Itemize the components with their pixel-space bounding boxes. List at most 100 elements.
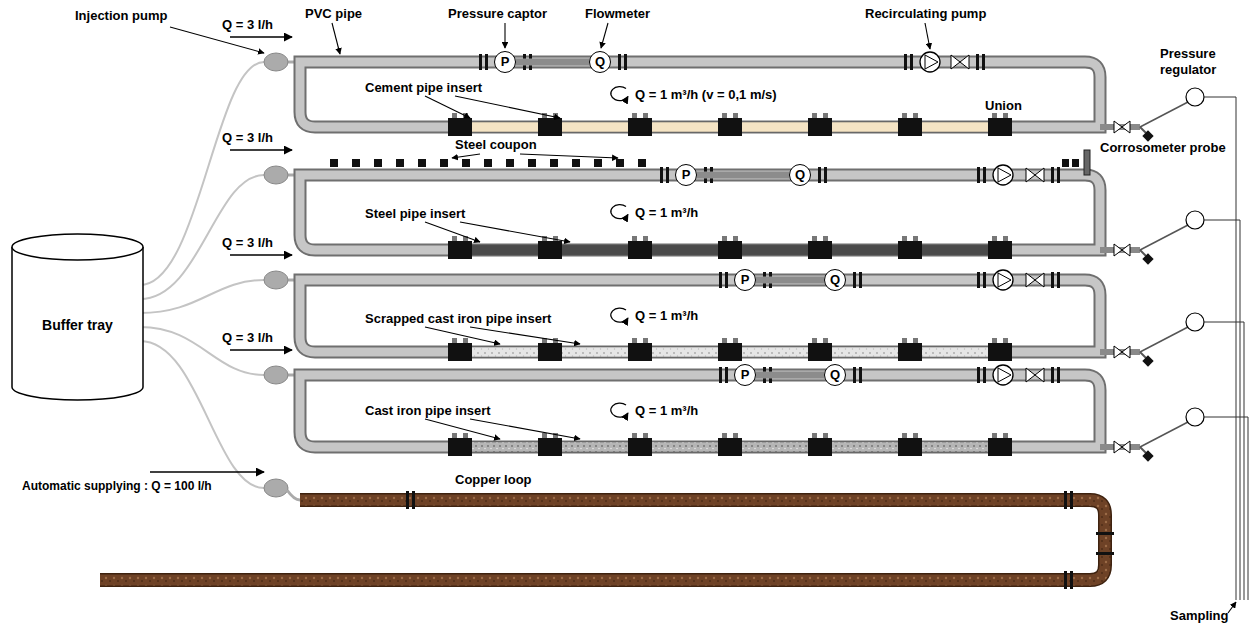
flange <box>904 54 907 70</box>
union <box>898 118 922 136</box>
flange <box>719 367 722 383</box>
union-bolt <box>812 113 817 118</box>
steel-coupon <box>550 159 558 167</box>
flange <box>977 367 980 383</box>
pipe-connector <box>516 59 589 66</box>
part-label: Flowmeter <box>585 6 650 22</box>
part-label: Cast iron pipe insert <box>365 403 491 419</box>
part-label: Automatic supplying : Q = 100 l/h <box>22 478 212 494</box>
union-bolt <box>812 236 817 241</box>
flange <box>725 272 728 288</box>
flange <box>618 54 621 70</box>
pvc-pipe <box>300 175 1100 250</box>
union-bolt <box>823 113 828 118</box>
steel-coupon <box>330 159 338 167</box>
buffer-tray: Buffer tray <box>10 232 145 402</box>
union-bolt <box>823 338 828 343</box>
pvc-pipe <box>300 280 1100 352</box>
pvc-pipe <box>300 375 1100 447</box>
union-bolt <box>632 338 637 343</box>
feed-tube <box>287 490 300 500</box>
flange <box>1096 532 1114 535</box>
feed-tube <box>140 280 264 313</box>
valve <box>1026 168 1044 182</box>
union-bolt <box>913 236 918 241</box>
union <box>538 438 562 456</box>
flow-arrow <box>230 254 292 256</box>
union-bolt <box>823 433 828 438</box>
flange <box>624 54 627 70</box>
union-bolt <box>902 113 907 118</box>
flange <box>406 491 409 509</box>
part-label: Cement pipe insert <box>365 80 482 96</box>
steel-coupon <box>440 159 448 167</box>
steel-coupon <box>528 159 536 167</box>
sensor-letter: P <box>682 167 691 183</box>
flange <box>1051 367 1054 383</box>
union-bolt <box>1003 433 1008 438</box>
flange <box>479 54 482 70</box>
part-label: Steel pipe insert <box>365 206 465 222</box>
recirculating-pump <box>993 365 1013 385</box>
union-bolt <box>643 236 648 241</box>
union-bolt <box>643 433 648 438</box>
pump-triangle <box>998 168 1011 182</box>
leader-line <box>460 222 570 242</box>
part-label: Q = 1 m³/h <box>635 308 698 324</box>
part-label: PVC pipe <box>305 6 362 22</box>
union <box>988 438 1012 456</box>
union-bolt <box>992 433 997 438</box>
union-bolt <box>992 338 997 343</box>
union-bolt <box>452 113 457 118</box>
flange <box>412 491 415 509</box>
tank-top <box>12 234 143 260</box>
sensor-circle: P <box>734 364 756 386</box>
tube <box>1140 225 1188 250</box>
tube <box>1140 327 1188 352</box>
union-bolt <box>632 433 637 438</box>
steel-coupon <box>594 159 602 167</box>
part-label: Recirculating pump <box>865 6 986 22</box>
union <box>628 118 652 136</box>
union-bolt <box>902 433 907 438</box>
leader-line <box>425 96 470 118</box>
union <box>718 343 742 361</box>
union-bolt <box>452 338 457 343</box>
steel-coupon <box>396 159 404 167</box>
part-label: Sampling <box>1170 608 1229 624</box>
valve <box>951 55 969 69</box>
steel-coupon <box>484 159 492 167</box>
valve <box>1114 244 1130 256</box>
steel-coupon <box>638 159 646 167</box>
flange <box>976 54 979 70</box>
steel-coupon <box>572 159 580 167</box>
valve <box>1114 441 1130 453</box>
flange <box>1064 571 1067 589</box>
flange <box>983 272 986 288</box>
union <box>808 343 832 361</box>
sampling-tap <box>1142 450 1153 461</box>
flange <box>1057 367 1060 383</box>
supply-pump <box>264 479 288 497</box>
steel-coupon <box>1062 159 1069 167</box>
flange <box>1070 571 1073 589</box>
union-bolt <box>463 338 468 343</box>
union-bolt <box>452 236 457 241</box>
injection-pump <box>264 366 288 384</box>
sensor-letter: Q <box>830 367 840 383</box>
union <box>538 343 562 361</box>
union <box>448 343 472 361</box>
corrosometer-probe <box>1084 150 1090 175</box>
leader-line <box>452 154 480 158</box>
part-label: Q = 3 l/h <box>222 130 273 146</box>
part-label: Scrapped cast iron pipe insert <box>365 311 551 327</box>
flange <box>1051 167 1054 183</box>
pump-triangle <box>925 55 938 69</box>
union-bolt <box>913 113 918 118</box>
sensor-circle: P <box>494 51 516 73</box>
union <box>628 438 652 456</box>
part-label: Q = 1 m³/h <box>635 205 698 221</box>
union <box>448 118 472 136</box>
sensor-letter: Q <box>795 167 805 183</box>
